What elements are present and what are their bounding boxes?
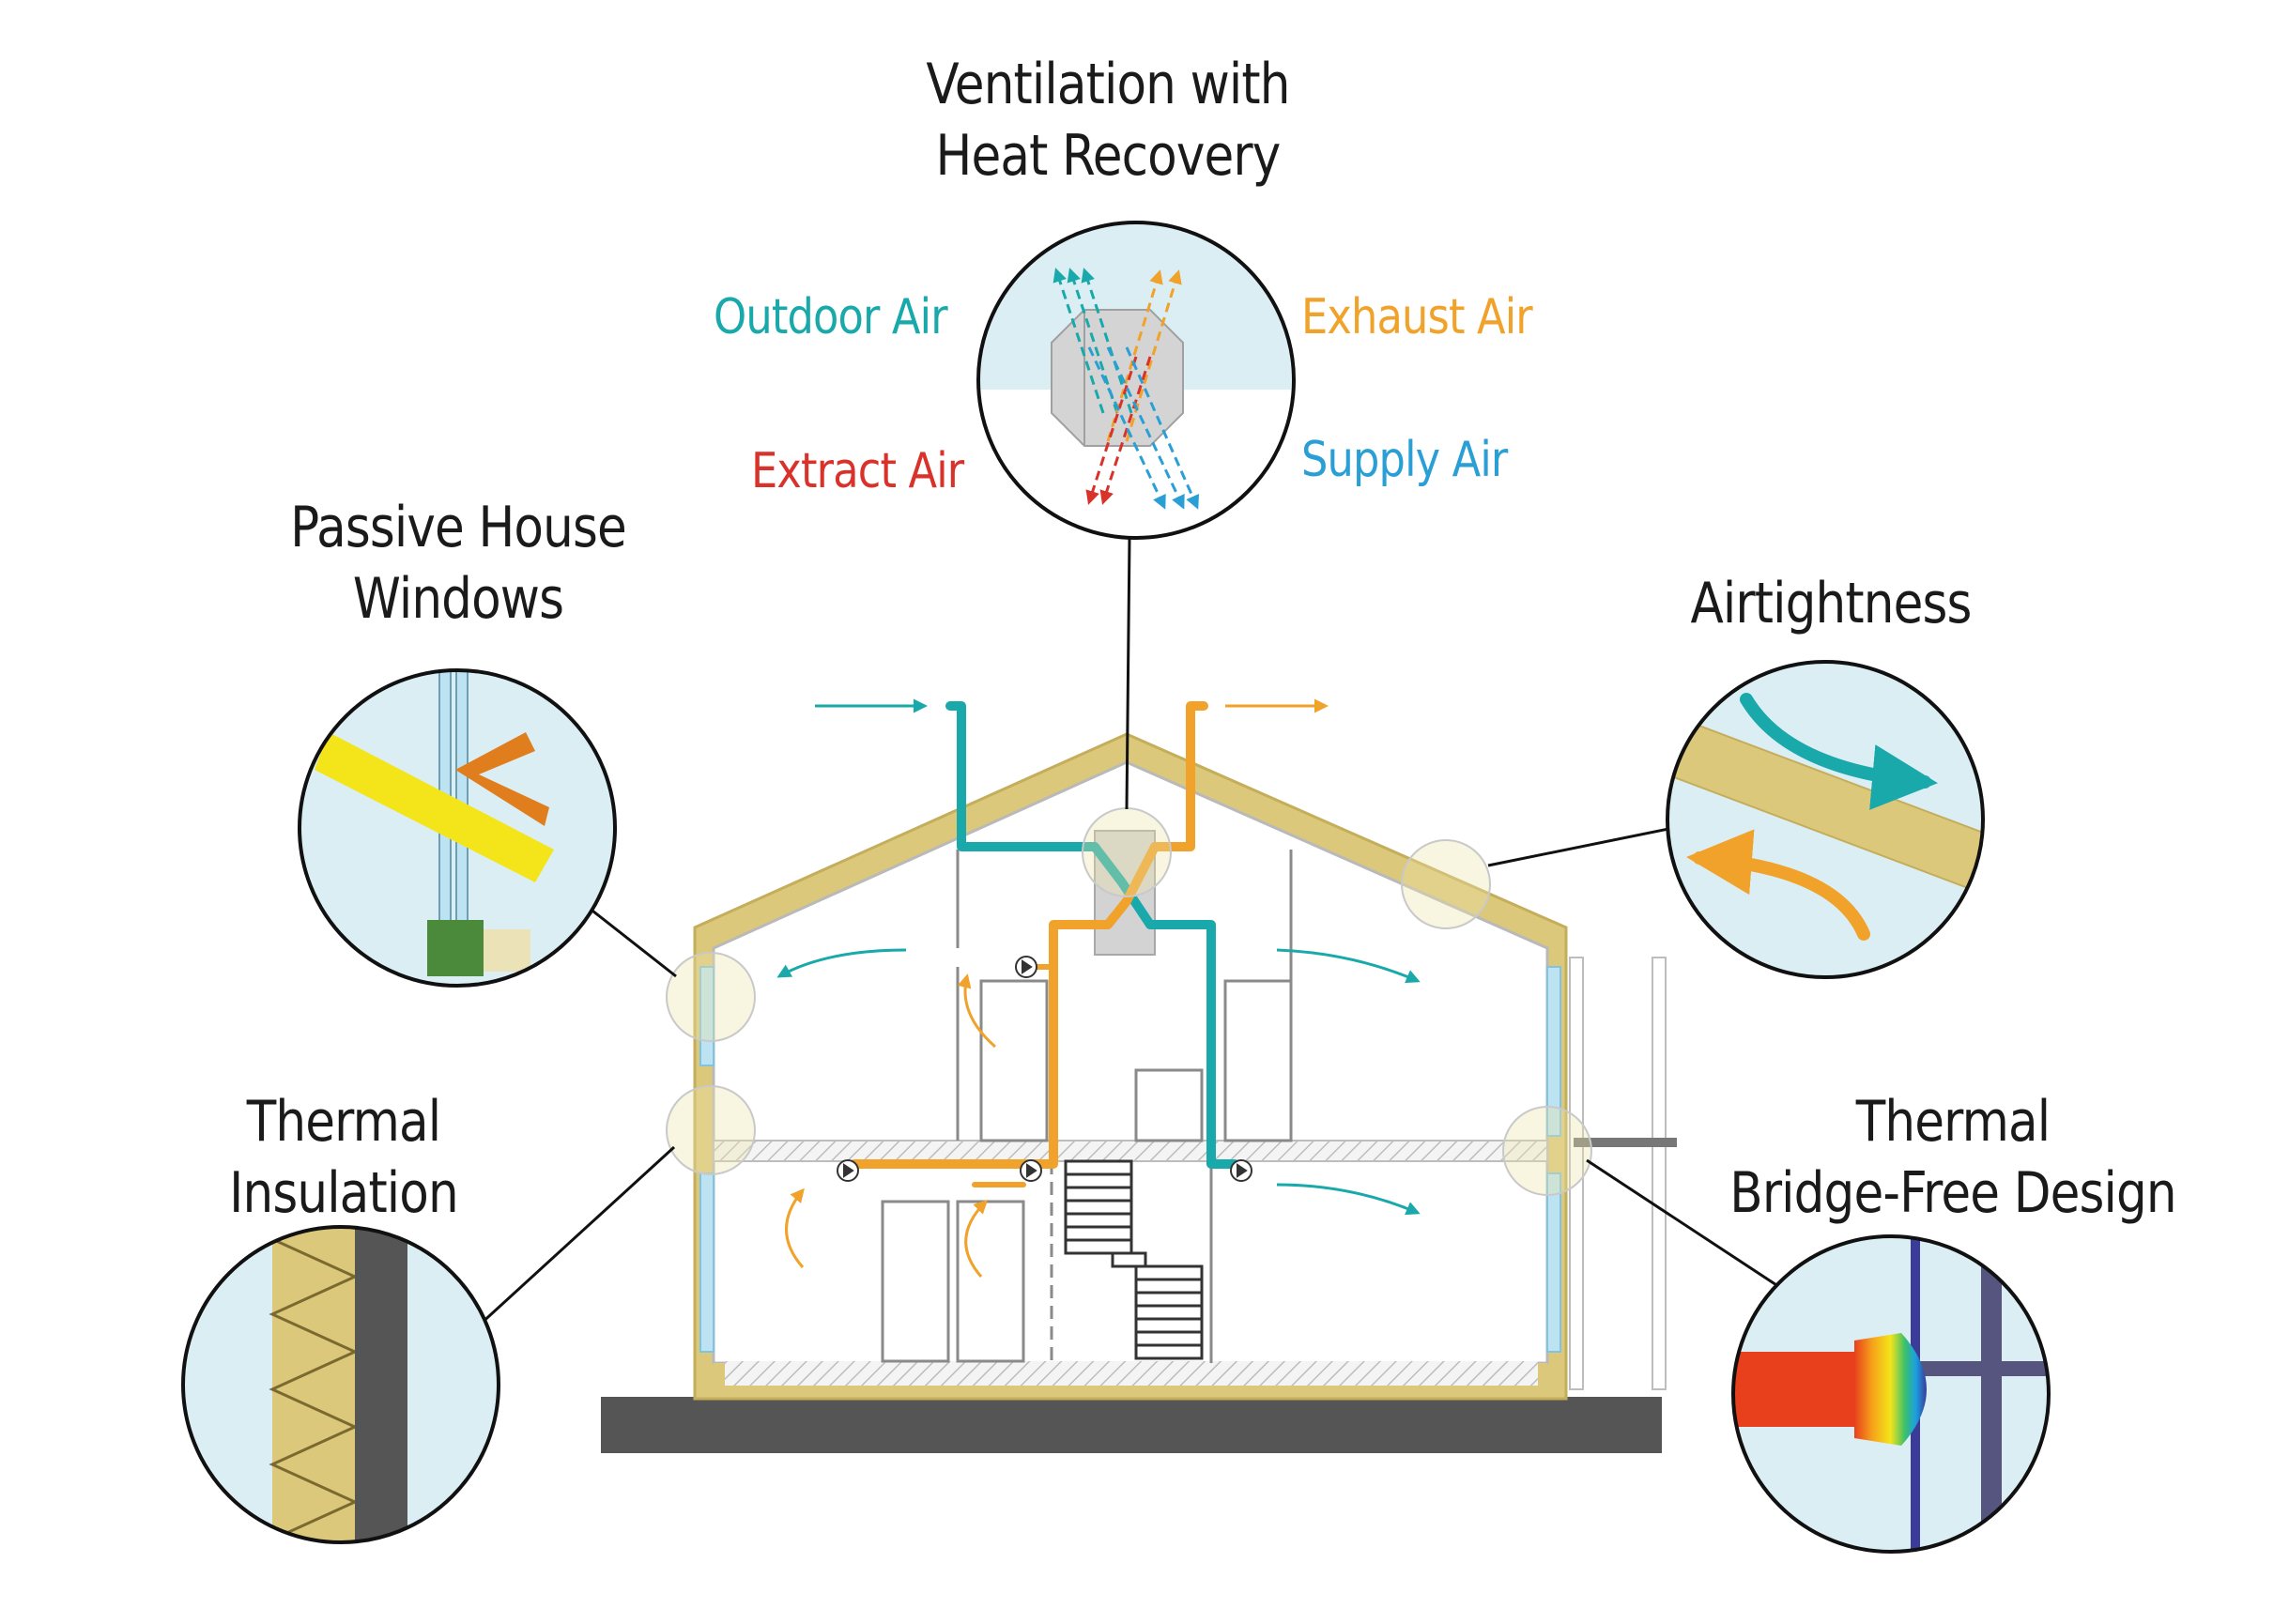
ventilation-label-line1: Ventilation with <box>926 52 1290 117</box>
insulation-detail-circle <box>181 1225 500 1544</box>
airtightness-label: Airtightness <box>1589 568 2073 639</box>
heat-exchanger-icon <box>1051 309 1184 447</box>
windows-detail-circle <box>298 668 617 988</box>
reflected-heat-arrow <box>455 732 549 826</box>
windows-label-line1: Passive House <box>290 495 627 560</box>
thermal-bridge-label-line2: Bridge-Free Design <box>1729 1160 2176 1226</box>
insulation-label-line1: Thermal <box>246 1089 441 1155</box>
airtightness-label-text: Airtightness <box>1690 571 1972 636</box>
airflow-outdoor-curve <box>1740 693 1938 810</box>
interior-walls <box>881 850 1293 1363</box>
insulation-label-line2: Insulation <box>229 1160 459 1226</box>
airflow-indoor-curve <box>1686 829 1870 941</box>
ground-slab <box>601 1397 1662 1453</box>
ventilation-heat-recovery-label: Ventilation with Heat Recovery <box>866 49 1350 192</box>
exhaust-air-label: Exhaust Air <box>1301 289 1533 345</box>
detail-highlight-spots <box>666 807 1592 1196</box>
thermal-insulation-label: Thermal Insulation <box>101 1086 586 1229</box>
sunlight-ray <box>315 732 554 882</box>
room-airflow-arrows <box>776 948 1421 1278</box>
thermal-bridge-label-line1: Thermal <box>1855 1089 2051 1155</box>
outdoor-air-label: Outdoor Air <box>714 289 948 345</box>
thermal-gradient-element <box>1854 1333 1927 1446</box>
leader-lines <box>477 537 1796 1327</box>
thermal-bridge-free-label: Thermal Bridge-Free Design <box>1711 1086 2195 1229</box>
fan-icons <box>837 956 1252 1182</box>
house-envelope <box>693 732 1677 1401</box>
ventilation-label-line2: Heat Recovery <box>935 123 1282 189</box>
staircase <box>1064 1159 1204 1360</box>
windows-label-line2: Windows <box>352 566 564 632</box>
airtightness-detail-circle <box>1666 660 1985 979</box>
thermal-bridge-detail-circle <box>1731 1234 2051 1554</box>
supply-air-label: Supply Air <box>1301 432 1508 488</box>
passive-house-windows-label: Passive House Windows <box>216 492 700 635</box>
ventilation-detail-circle <box>976 221 1296 540</box>
extract-air-label: Extract Air <box>751 443 964 499</box>
